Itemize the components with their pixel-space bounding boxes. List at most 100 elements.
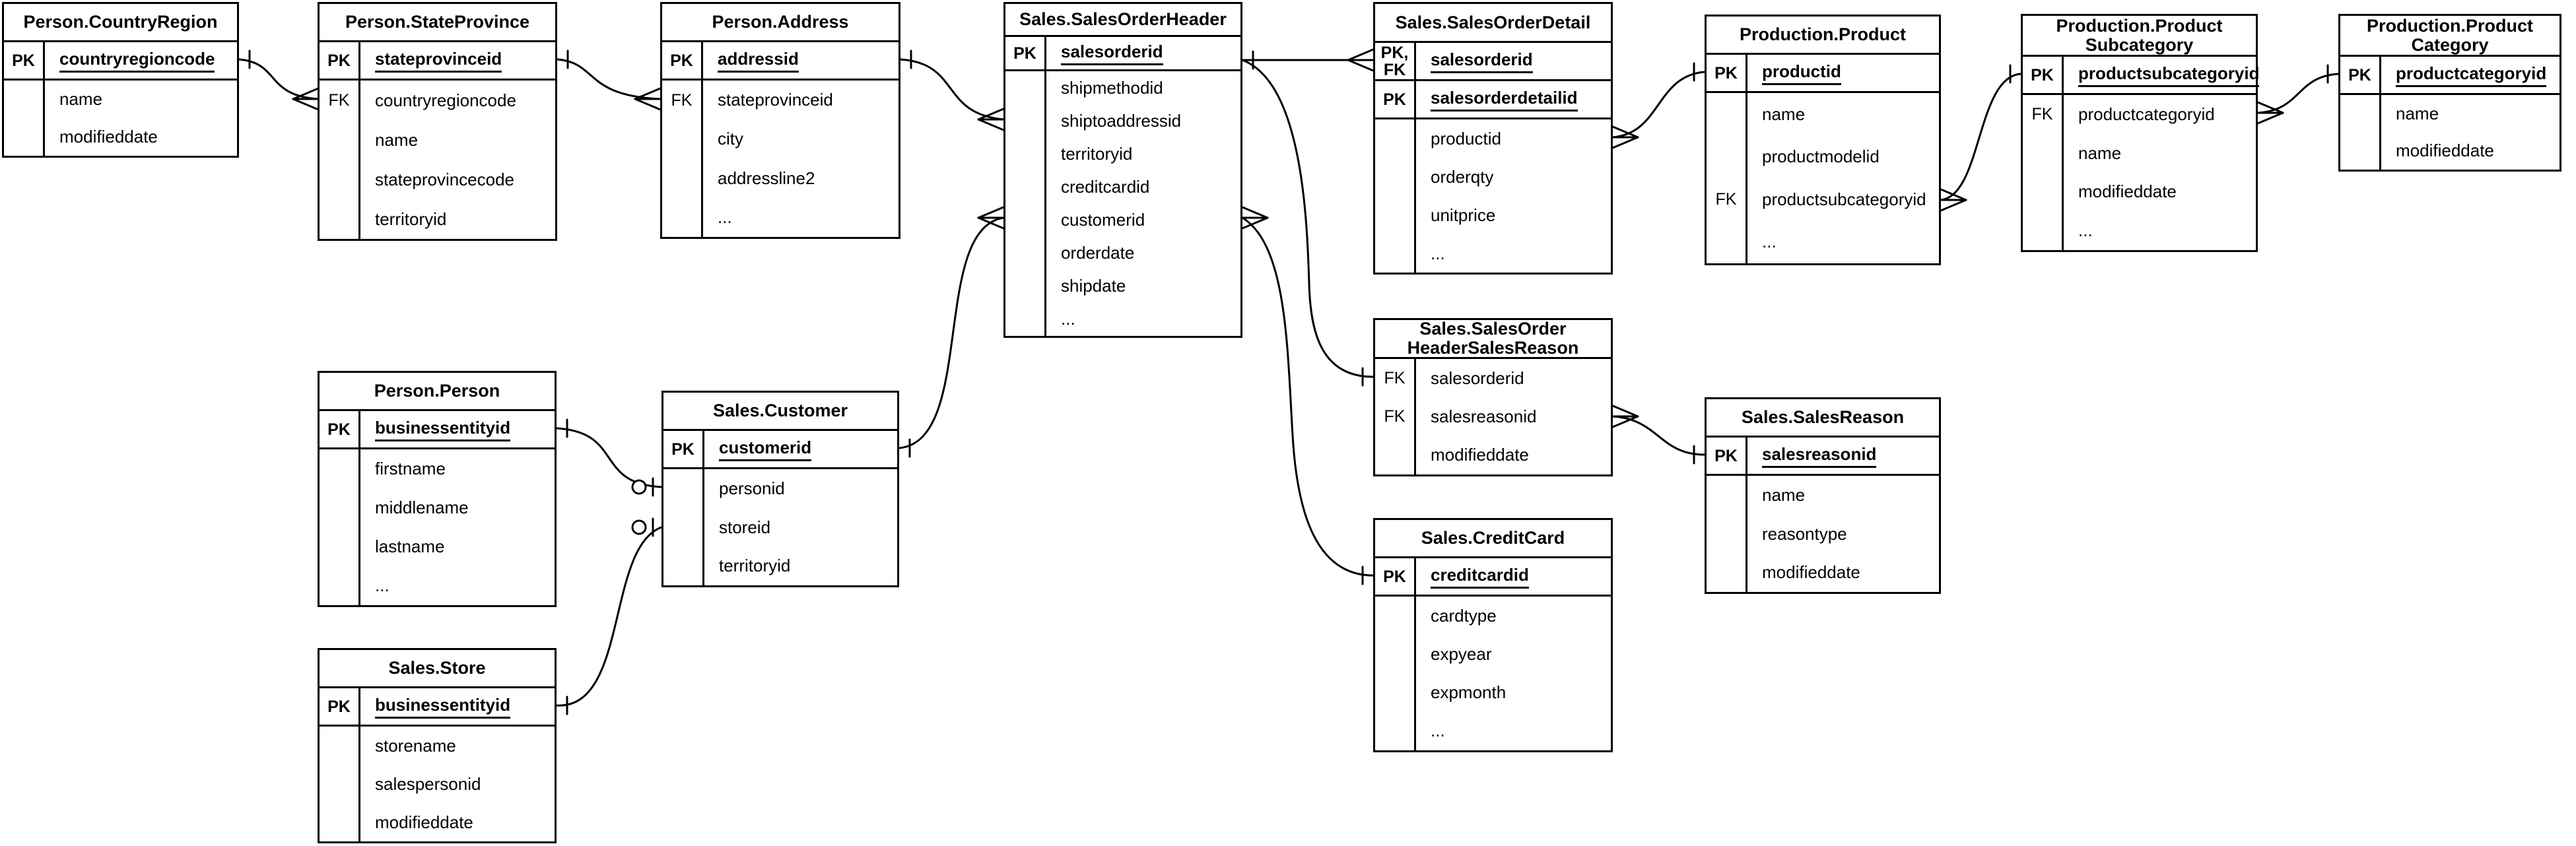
- creditcard-to-salesorderheader[interactable]: [1241, 206, 1374, 585]
- column-label: modifieddate: [59, 127, 158, 146]
- pk-column-label: customerid: [704, 431, 897, 467]
- stateprovince-to-address[interactable]: [556, 49, 661, 111]
- productsubcategory-to-product[interactable]: [1940, 64, 2022, 212]
- salesorderheader-to-salesorderdetail[interactable]: [1241, 48, 1374, 72]
- table-row: modifieddate: [1707, 553, 1939, 593]
- column-label: cardtype: [1431, 605, 1497, 626]
- table-title: Production.Product: [1707, 16, 1939, 55]
- key-cell: [320, 765, 360, 803]
- pk-column-label: productsubcategoryid: [2064, 57, 2260, 93]
- column-label: salesreasonid: [1431, 406, 1537, 426]
- person-to-customer[interactable]: [555, 418, 663, 497]
- column-label: modifieddate: [1431, 445, 1529, 465]
- table-row: ...: [1375, 711, 1611, 750]
- column-label: modifieddate: [1762, 562, 1860, 583]
- pk-column-text: customerid: [719, 438, 812, 461]
- crow-foot: [977, 108, 1005, 121]
- crow-foot: [1611, 125, 1639, 139]
- column-label: addressline2: [718, 168, 815, 188]
- table-title: Production.Product Category: [2340, 16, 2559, 57]
- key-cell: [4, 118, 45, 156]
- column-label: name: [2396, 103, 2439, 123]
- store-to-customer[interactable]: [555, 517, 663, 715]
- table-row: ...: [662, 197, 898, 237]
- key-cell: [1005, 104, 1046, 138]
- table-row: ...: [1707, 220, 1939, 263]
- crow-foot: [977, 206, 1005, 219]
- column-label: expyear: [1431, 643, 1492, 664]
- table-row: expmonth: [1375, 673, 1611, 712]
- pk-column-text: stateprovinceid: [375, 49, 502, 73]
- table-title: Sales.SalesReason: [1707, 399, 1939, 438]
- columns-section: cardtype expyear expmonth...: [1375, 597, 1611, 750]
- column-label: lastname: [375, 537, 445, 556]
- key-cell: [1375, 119, 1416, 158]
- product-to-salesorderdetail[interactable]: [1611, 62, 1706, 149]
- countryregion-to-stateprovince[interactable]: [238, 49, 320, 111]
- column-label: salespersonid: [375, 773, 481, 794]
- crow-foot: [1940, 188, 1967, 201]
- crow-foot: [977, 118, 1005, 131]
- crow-foot: [1940, 199, 1967, 212]
- customer-to-salesorderheader[interactable]: [898, 206, 1005, 458]
- pk-column-text: salesorderid: [1061, 42, 1163, 65]
- key-cell: [320, 120, 360, 160]
- table-row: FK salesreasonid: [1375, 397, 1611, 436]
- table-row: name: [320, 120, 555, 160]
- address-to-salesorderheader[interactable]: [899, 49, 1005, 131]
- column-label: middlename: [375, 498, 469, 517]
- relationship-line: [555, 427, 663, 488]
- key-cell: [1005, 302, 1046, 336]
- crow-foot: [292, 98, 320, 111]
- productcategory-to-productsubcategory[interactable]: [2256, 64, 2340, 125]
- key-cell: [1005, 203, 1046, 237]
- key-cell: [1707, 553, 1747, 593]
- key-cell: [1005, 170, 1046, 204]
- key-cell: [2023, 172, 2064, 212]
- key-cell: PK: [320, 688, 360, 725]
- salesorderheader-to-headersalesreason[interactable]: [1241, 59, 1374, 387]
- crow-foot: [2256, 112, 2284, 125]
- key-cell: [1707, 476, 1747, 515]
- key-cell: [662, 119, 703, 159]
- salesreason-to-headersalesreason[interactable]: [1611, 405, 1706, 465]
- pk-column-label: countryregioncode: [45, 42, 237, 79]
- key-cell: PK: [662, 42, 703, 79]
- crow-foot: [634, 98, 661, 111]
- key-cell: [1707, 514, 1747, 554]
- table-row: expyear: [1375, 635, 1611, 674]
- key-cell: FK: [1375, 397, 1416, 436]
- column-label: name: [1762, 484, 1806, 505]
- table-row: territoryid: [320, 199, 555, 239]
- key-cell: PK: [1707, 438, 1747, 474]
- key-cell: [1707, 135, 1747, 178]
- key-cell: [2340, 132, 2381, 170]
- key-cell: PK: [320, 411, 360, 447]
- column-label: customerid: [1061, 210, 1145, 230]
